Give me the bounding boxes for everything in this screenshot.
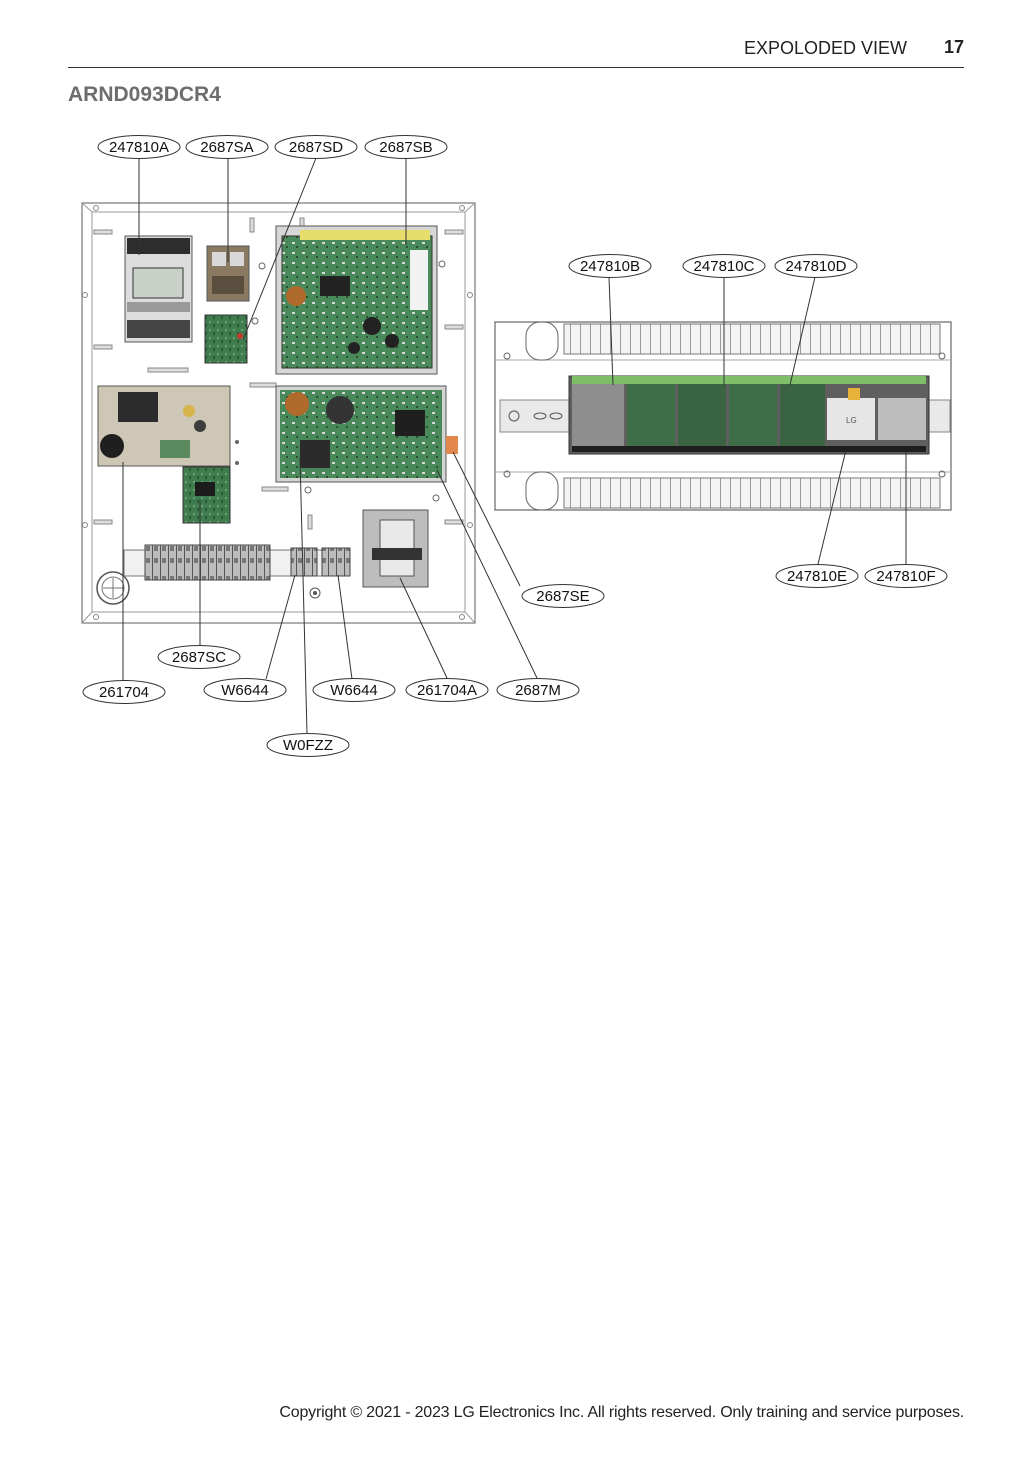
svg-text:2687SC: 2687SC — [172, 649, 226, 666]
callout-261704: 261704 — [82, 680, 166, 704]
page-number: 17 — [943, 37, 964, 57]
callout-247810c: 247810C — [682, 254, 766, 278]
callout-2687sa: 2687SA — [185, 135, 269, 159]
callout-247810e: 247810E — [775, 564, 859, 588]
svg-text:247810A: 247810A — [109, 139, 169, 156]
power-supply-261704 — [97, 385, 231, 467]
model-name: ARND093DCR4 — [68, 83, 221, 106]
callout-w0fzz: W0FZZ — [266, 733, 350, 757]
callout-247810b: 247810B — [568, 254, 652, 278]
copyright-footer: Copyright © 2021 - 2023 LG Electronics I… — [279, 1404, 964, 1421]
svg-text:247810B: 247810B — [580, 258, 640, 275]
callout-2687se: 2687SE — [521, 584, 605, 608]
board-logo: LG — [846, 416, 857, 425]
callout-247810a: 247810A — [97, 135, 181, 159]
sub-pcb-2687sc — [182, 466, 231, 524]
callout-247810f: 247810F — [864, 564, 948, 588]
terminal-block-w6644-left — [290, 547, 318, 577]
terminal-block-w6644-right — [321, 547, 351, 577]
callout-2687sb: 2687SB — [364, 135, 448, 159]
main-pcb-2687sb — [275, 225, 438, 375]
callout-w6644-right: W6644 — [312, 678, 396, 702]
svg-text:247810C: 247810C — [694, 258, 755, 275]
callout-261704a: 261704A — [405, 678, 489, 702]
callout-2687sd: 2687SD — [274, 135, 358, 159]
page-header: EXPOLODED VIEW 17 — [68, 36, 964, 68]
controller-module-array: LG — [568, 375, 930, 455]
controller-module — [124, 235, 193, 343]
svg-text:261704: 261704 — [99, 684, 149, 701]
svg-text:247810D: 247810D — [786, 258, 847, 275]
svg-text:W6644: W6644 — [221, 682, 269, 699]
leader-lines — [122, 157, 907, 734]
svg-text:247810F: 247810F — [876, 568, 935, 585]
svg-text:W6644: W6644 — [330, 682, 378, 699]
svg-text:261704A: 261704A — [417, 682, 477, 699]
svg-text:247810E: 247810E — [787, 568, 847, 585]
svg-text:2687SD: 2687SD — [289, 139, 343, 156]
sub-pcb-2687sd — [204, 314, 248, 364]
callout-2687m: 2687M — [496, 678, 580, 702]
callout-w6644-left: W6644 — [203, 678, 287, 702]
svg-text:2687SB: 2687SB — [379, 139, 432, 156]
section-title: EXPOLODED VIEW — [743, 38, 907, 58]
callout-247810d: 247810D — [774, 254, 858, 278]
svg-text:2687M: 2687M — [515, 682, 561, 699]
svg-text:2687SA: 2687SA — [200, 139, 253, 156]
svg-text:2687SE: 2687SE — [536, 588, 589, 605]
svg-text:W0FZZ: W0FZZ — [283, 737, 333, 754]
exploded-view-diagram: LG 247810A 2687SA 2687SD 2687SB — [81, 135, 952, 757]
callout-2687sc: 2687SC — [157, 645, 241, 669]
inverter-pcb-2687m — [275, 385, 458, 483]
transformer-261704a — [362, 509, 429, 588]
